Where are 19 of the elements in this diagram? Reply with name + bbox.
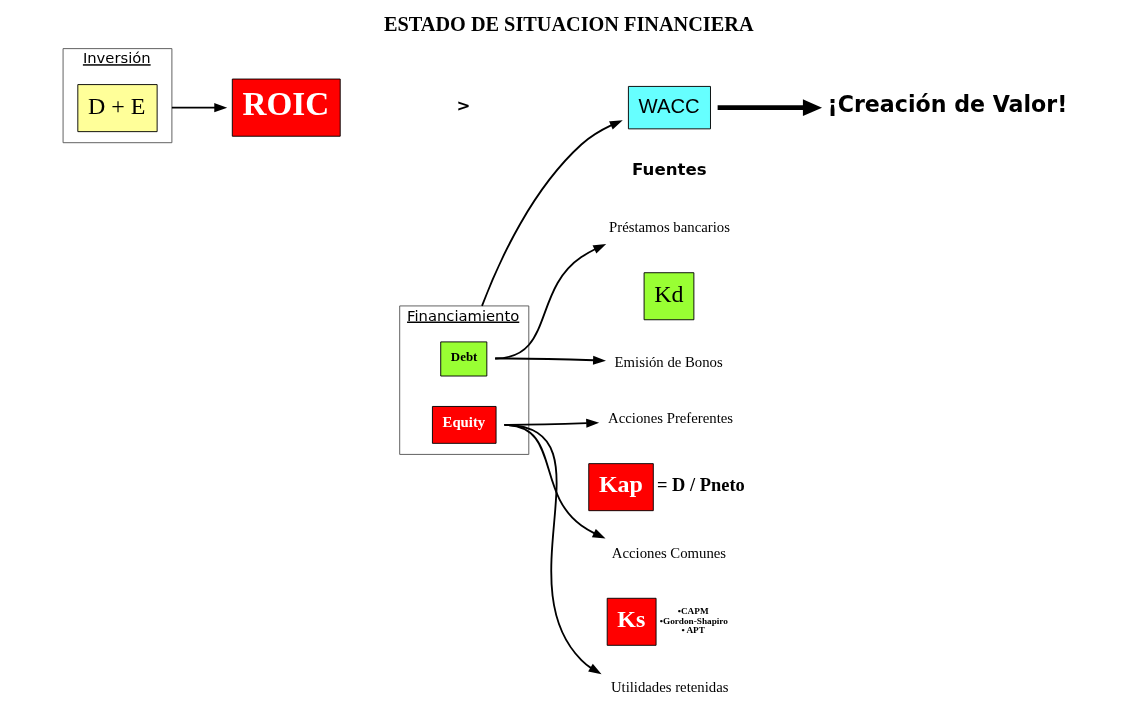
label: Fuentes: [632, 160, 707, 180]
node-label: •CAPM: [677, 606, 709, 617]
node-text: Acciones Preferentes: [608, 409, 734, 426]
node-text: ¡Creación de Valor!: [827, 91, 1068, 118]
arrow: [494, 355, 606, 365]
node-text: Utilidades retenidas: [610, 679, 729, 696]
node-label: •Gordon-Shapiro: [659, 615, 728, 626]
node-label: • APT: [681, 624, 705, 635]
diagram-title: ESTADO DE SITUACION FINANCIERA: [384, 12, 754, 35]
arrow: [170, 103, 228, 113]
arrow: [494, 244, 607, 360]
arrow: [717, 99, 823, 116]
arrow: [503, 423, 602, 675]
node-text: Acciones Comunes: [611, 544, 727, 561]
label: >: [456, 95, 471, 115]
arrow: [481, 120, 623, 307]
node-label: = D / Pneto: [657, 474, 745, 495]
node-text: Emisión de Bonos: [614, 353, 723, 370]
node-text: Préstamos bancarios: [609, 218, 730, 235]
